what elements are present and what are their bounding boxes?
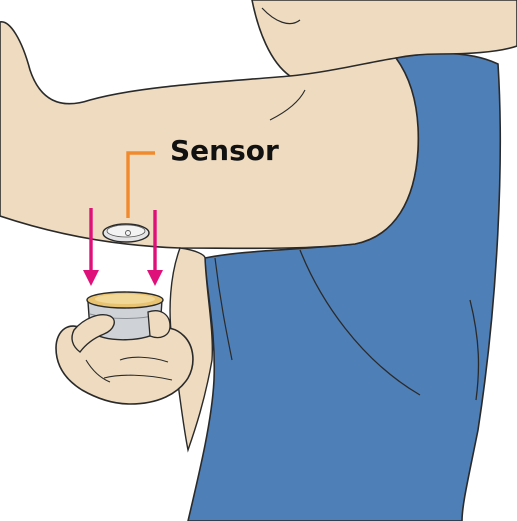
applicator-top-inner: [95, 294, 155, 304]
sensor-label: Sensor: [170, 137, 279, 165]
finger: [148, 311, 170, 338]
